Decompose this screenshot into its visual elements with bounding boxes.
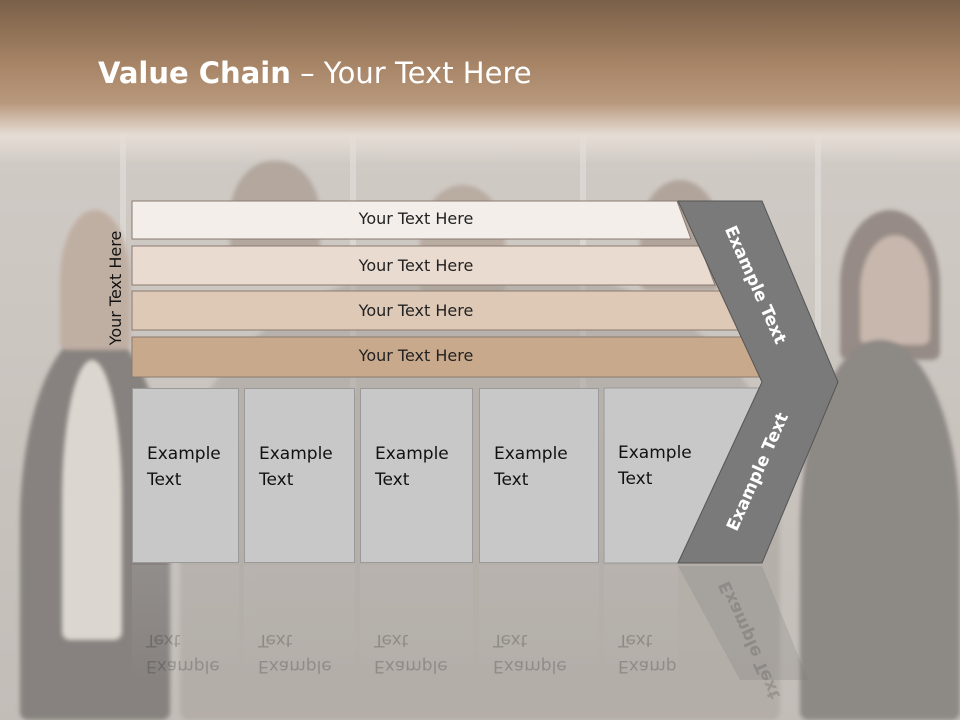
activity-box-3: Example Text xyxy=(360,388,473,563)
window-frame xyxy=(815,135,821,395)
background-person-shirt xyxy=(62,360,122,640)
box-reflection: Example Text xyxy=(132,565,239,685)
activity-box-5: Example Text xyxy=(604,388,704,563)
bar-1-shape xyxy=(131,200,692,240)
bar-2-label: Your Text Here xyxy=(358,256,474,275)
activity-box-2: Example Text xyxy=(244,388,355,563)
box-reflection: Example Text xyxy=(604,565,678,685)
activity-box-text: Example Text xyxy=(494,444,568,490)
activity-box-text: Example Text xyxy=(259,444,333,490)
chevron-shape xyxy=(677,200,839,564)
box-reflection-text: Example Text xyxy=(493,630,567,676)
activity-box-text: Example Text xyxy=(618,443,692,489)
box-reflection-text: Example Text xyxy=(258,630,332,676)
bar-2-shape xyxy=(131,245,716,286)
slide-title: Value Chain – Your Text Here xyxy=(98,56,532,90)
box-reflection: Example Text xyxy=(479,565,599,685)
bar-4-label: Your Text Here xyxy=(358,346,474,365)
activity-box-4: Example Text xyxy=(479,388,599,563)
box-reflection-text: Example Text xyxy=(618,630,678,676)
title-rest: – Your Text Here xyxy=(290,56,532,90)
bar-3-label: Your Text Here xyxy=(358,301,474,320)
vertical-label: Your Text Here xyxy=(106,230,125,346)
activity-box-text: Example Text xyxy=(375,444,449,490)
chevron-reflection xyxy=(678,566,808,680)
box-reflection-text: Example Text xyxy=(146,630,220,676)
box-reflection: Example Text xyxy=(244,565,355,685)
box-reflection-text: Example Text xyxy=(374,630,448,676)
activity-box-text: Example Text xyxy=(147,444,221,490)
box-reflection: Example Text xyxy=(360,565,473,685)
header-band xyxy=(0,0,960,165)
activity-box-1: Example Text xyxy=(132,388,239,563)
title-bold: Value Chain xyxy=(98,56,291,90)
bar-1-label: Your Text Here xyxy=(358,209,474,228)
background-person-face xyxy=(860,235,930,345)
background-person-head xyxy=(60,210,130,350)
